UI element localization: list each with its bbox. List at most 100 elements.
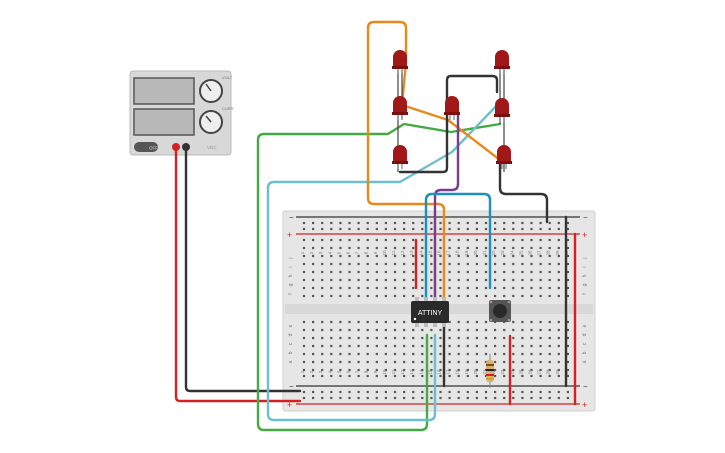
hole[interactable] (330, 344, 333, 348)
hole[interactable] (439, 352, 442, 356)
hole[interactable] (302, 344, 306, 348)
hole[interactable] (348, 221, 351, 225)
hole[interactable] (521, 270, 524, 274)
hole[interactable] (384, 320, 387, 324)
hole[interactable] (357, 374, 360, 378)
hole[interactable] (312, 374, 315, 378)
hole[interactable] (466, 368, 469, 372)
hole[interactable] (366, 374, 369, 378)
hole[interactable] (475, 238, 478, 242)
hole[interactable] (557, 286, 560, 290)
hole[interactable] (548, 278, 551, 282)
hole[interactable] (448, 254, 451, 258)
hole[interactable] (302, 374, 306, 378)
blue-wire[interactable] (424, 192, 492, 302)
hole[interactable] (375, 328, 378, 332)
hole[interactable] (503, 336, 506, 340)
hole[interactable] (521, 390, 524, 394)
hole[interactable] (375, 270, 378, 274)
hole[interactable] (484, 336, 488, 340)
hole[interactable] (566, 238, 569, 242)
hole[interactable] (539, 328, 542, 332)
hole[interactable] (448, 352, 451, 356)
hole[interactable] (512, 246, 515, 250)
hole[interactable] (384, 238, 387, 242)
hole[interactable] (421, 374, 424, 378)
hole[interactable] (403, 286, 406, 290)
hole[interactable] (484, 262, 488, 266)
hole[interactable] (312, 270, 315, 274)
hole[interactable] (448, 320, 451, 324)
hole[interactable] (439, 221, 442, 225)
hole[interactable] (494, 254, 497, 258)
hole[interactable] (457, 320, 460, 324)
hole[interactable] (530, 396, 533, 400)
hole[interactable] (339, 221, 342, 225)
hole[interactable] (503, 238, 506, 242)
hole[interactable] (512, 294, 515, 298)
hole[interactable] (439, 227, 442, 231)
hole[interactable] (412, 368, 415, 372)
hole[interactable] (302, 396, 306, 400)
hole[interactable] (521, 294, 524, 298)
hole[interactable] (312, 360, 315, 364)
hole[interactable] (457, 294, 460, 298)
hole[interactable] (494, 286, 497, 290)
hole[interactable] (557, 344, 560, 348)
hole[interactable] (430, 360, 433, 364)
resistor[interactable] (486, 354, 494, 388)
hole[interactable] (484, 328, 488, 332)
hole[interactable] (339, 254, 342, 258)
hole[interactable] (357, 328, 360, 332)
hole[interactable] (321, 270, 324, 274)
hole[interactable] (530, 336, 533, 340)
hole[interactable] (421, 396, 424, 400)
hole[interactable] (484, 246, 488, 250)
hole[interactable] (439, 336, 442, 340)
hole[interactable] (548, 286, 551, 290)
hole[interactable] (330, 320, 333, 324)
hole[interactable] (494, 278, 497, 282)
hole[interactable] (494, 238, 497, 242)
hole[interactable] (466, 227, 469, 231)
hole[interactable] (548, 320, 551, 324)
hole[interactable] (321, 278, 324, 282)
hole[interactable] (475, 221, 478, 225)
hole[interactable] (548, 390, 551, 394)
hole[interactable] (403, 336, 406, 340)
hole[interactable] (312, 278, 315, 282)
hole[interactable] (302, 221, 306, 225)
hole[interactable] (430, 278, 433, 282)
hole[interactable] (348, 246, 351, 250)
hole[interactable] (539, 270, 542, 274)
hole[interactable] (566, 270, 569, 274)
hole[interactable] (503, 368, 506, 372)
hole[interactable] (348, 344, 351, 348)
hole[interactable] (548, 374, 551, 378)
hole[interactable] (430, 246, 433, 250)
hole[interactable] (393, 396, 397, 400)
hole[interactable] (539, 227, 542, 231)
hole[interactable] (448, 374, 451, 378)
hole[interactable] (521, 396, 524, 400)
hole[interactable] (530, 294, 533, 298)
hole[interactable] (384, 254, 387, 258)
hole[interactable] (566, 278, 569, 282)
hole[interactable] (430, 390, 433, 394)
hole[interactable] (321, 344, 324, 348)
hole[interactable] (412, 396, 415, 400)
hole[interactable] (348, 352, 351, 356)
hole[interactable] (412, 278, 415, 282)
hole[interactable] (530, 360, 533, 364)
hole[interactable] (539, 320, 542, 324)
hole[interactable] (448, 294, 451, 298)
hole[interactable] (430, 294, 433, 298)
hole[interactable] (357, 390, 360, 394)
hole[interactable] (448, 262, 451, 266)
hole[interactable] (521, 360, 524, 364)
hole[interactable] (466, 390, 469, 394)
hole[interactable] (348, 396, 351, 400)
hole[interactable] (466, 270, 469, 274)
hole[interactable] (393, 344, 397, 348)
hole[interactable] (548, 294, 551, 298)
